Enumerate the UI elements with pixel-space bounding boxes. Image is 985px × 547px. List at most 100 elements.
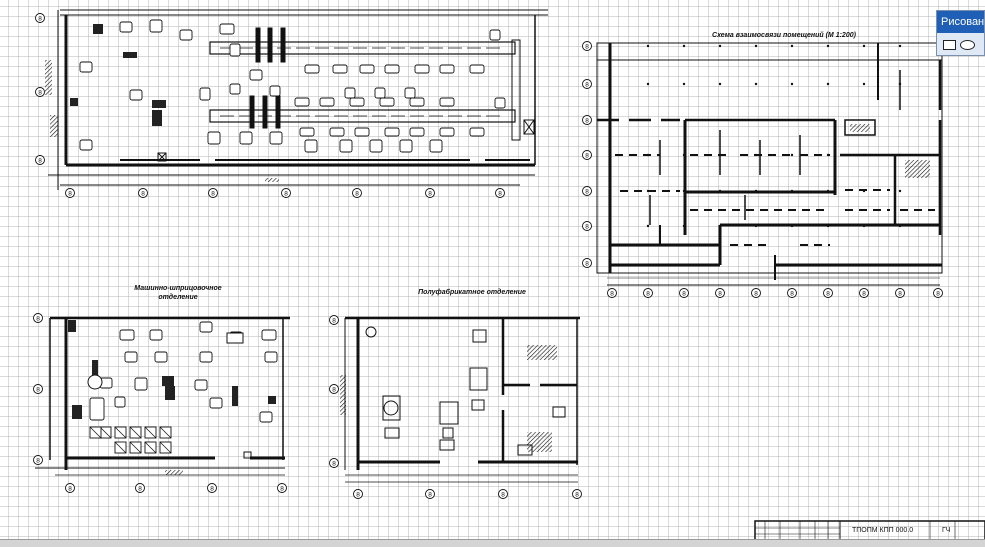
axis-marker: 8: [425, 489, 435, 499]
svg-text:8: 8: [38, 90, 42, 97]
svg-text:8: 8: [280, 486, 284, 493]
main-workshop-equipment: [70, 19, 506, 153]
column-dot: [682, 44, 686, 48]
column-dot: [646, 44, 650, 48]
equipment-unit: [269, 131, 283, 145]
svg-text:8: 8: [36, 387, 40, 394]
svg-text:8: 8: [428, 492, 432, 499]
toolbar-title[interactable]: Рисован: [937, 11, 984, 33]
equipment-unit: [239, 131, 253, 145]
equipment-block: [93, 24, 103, 34]
main-workshop-plan: [45, 9, 548, 190]
equipment-unit: [369, 139, 383, 153]
syringe-department-equipment: [68, 320, 278, 454]
equipment-unit: [374, 87, 386, 99]
column-dot: [718, 189, 722, 193]
svg-text:8: 8: [585, 153, 589, 160]
equipment-unit: [329, 127, 345, 137]
ellipse-tool-icon[interactable]: [960, 40, 975, 50]
column-dot: [826, 82, 830, 86]
column-dot: [682, 82, 686, 86]
column-dot: [754, 189, 758, 193]
axis-marker: 8: [498, 489, 508, 499]
equipment-unit: [119, 21, 133, 33]
equipment-unit: [429, 139, 443, 153]
axis-marker: 8: [582, 41, 592, 51]
equipment-block: [165, 386, 175, 400]
svg-text:8: 8: [68, 191, 72, 198]
column-dot: [718, 224, 722, 228]
equipment-block: [92, 360, 98, 382]
axis-marker: 8: [207, 483, 217, 493]
equipment-unit: [384, 64, 400, 74]
equipment-unit: [149, 329, 163, 341]
drawing-toolbar[interactable]: Рисован: [936, 10, 985, 56]
equipment-unit: [469, 64, 485, 74]
equipment-block: [232, 386, 238, 406]
equipment-unit: [469, 127, 485, 137]
column-dot: [826, 44, 830, 48]
column-dot: [790, 153, 794, 157]
equipment-unit: [129, 89, 143, 101]
column-dot: [754, 44, 758, 48]
axis-marker: 8: [715, 288, 725, 298]
equipment-block: [268, 396, 276, 404]
equipment-block: [68, 320, 76, 332]
axis-marker: 8: [582, 115, 592, 125]
svg-text:8: 8: [936, 291, 940, 298]
equipment-unit: [379, 97, 395, 107]
equipment-block: [152, 110, 162, 126]
equipment-unit: [264, 351, 278, 363]
equipment-unit: [439, 127, 455, 137]
equipment-block: [72, 405, 82, 419]
svg-text:8: 8: [754, 291, 758, 298]
column-dot: [826, 224, 830, 228]
column-dot: [826, 189, 830, 193]
equipment-unit: [199, 321, 213, 333]
room-scheme-plan: [596, 42, 943, 286]
axis-marker: 8: [787, 288, 797, 298]
axis-marker: 8: [643, 288, 653, 298]
svg-text:8: 8: [356, 492, 360, 499]
equipment-block: [162, 376, 174, 386]
svg-text:8: 8: [332, 318, 336, 325]
equipment-unit: [404, 87, 416, 99]
axis-marker: 8: [329, 315, 339, 325]
equipment-unit: [299, 127, 315, 137]
axis-marker: 8: [138, 188, 148, 198]
axis-marker: 8: [329, 384, 339, 394]
equipment-unit: [409, 97, 425, 107]
column-dot: [898, 189, 902, 193]
column-dot: [682, 189, 686, 193]
column-dot: [718, 82, 722, 86]
equipment-unit: [349, 97, 365, 107]
rectangle-tool-icon[interactable]: [943, 40, 956, 50]
equipment-unit: [124, 351, 138, 363]
equipment-unit: [89, 397, 105, 421]
svg-text:8: 8: [898, 291, 902, 298]
svg-text:8: 8: [610, 291, 614, 298]
axis-marker: 8: [582, 186, 592, 196]
equipment-unit: [179, 29, 193, 41]
svg-text:8: 8: [585, 261, 589, 268]
axis-marker: 8: [135, 483, 145, 493]
column-dot: [862, 224, 866, 228]
axis-marker: 8: [33, 313, 43, 323]
svg-text:8: 8: [210, 486, 214, 493]
column-dot: [646, 224, 650, 228]
svg-text:8: 8: [790, 291, 794, 298]
axis-marker: 8: [823, 288, 833, 298]
svg-text:8: 8: [826, 291, 830, 298]
svg-text:8: 8: [501, 492, 505, 499]
svg-text:8: 8: [585, 44, 589, 51]
equipment-unit: [207, 131, 221, 145]
axis-marker: 8: [582, 221, 592, 231]
column-dot: [862, 82, 866, 86]
svg-text:8: 8: [332, 387, 336, 394]
axis-marker: 8: [895, 288, 905, 298]
axis-marker: 8: [679, 288, 689, 298]
equipment-unit: [269, 85, 281, 97]
axis-marker: 8: [208, 188, 218, 198]
svg-text:8: 8: [682, 291, 686, 298]
